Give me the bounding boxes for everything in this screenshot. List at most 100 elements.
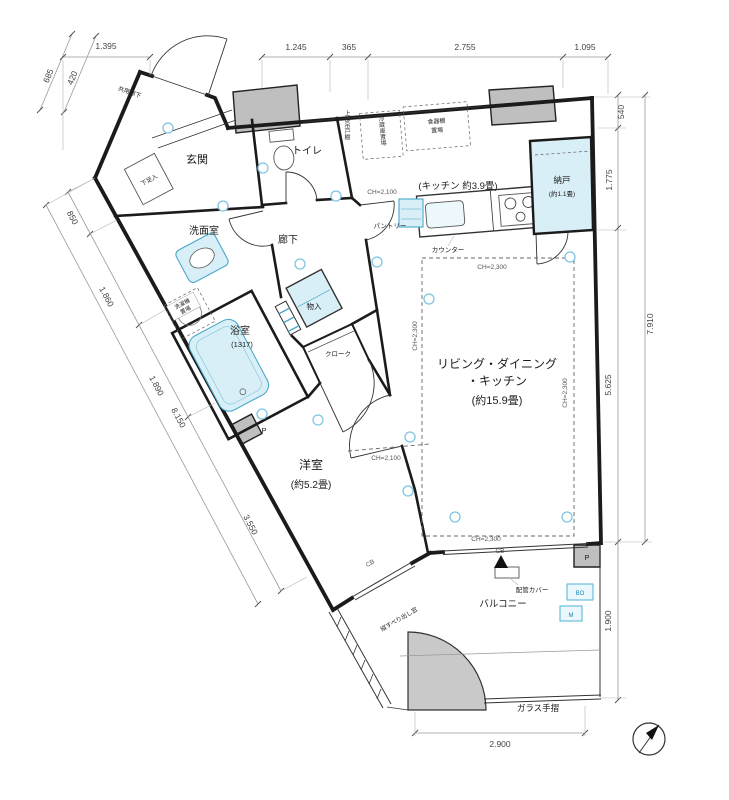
western-door-arc <box>349 394 391 459</box>
label-monoire: 物入 <box>307 301 322 311</box>
label-ldk-2: ・キッチン <box>467 374 527 388</box>
nando-room <box>528 135 595 236</box>
balcony-marker-triangle <box>494 555 508 568</box>
dim-365: 365 <box>342 42 356 52</box>
label-upper-cabinet: 上部吊戸棚 <box>343 109 350 141</box>
label-kitchen: (キッチン 約3.9畳) <box>418 180 497 192</box>
balcony-structure <box>328 545 602 711</box>
dim-7910: 7.910 <box>645 313 655 335</box>
washroom-door-arc <box>228 218 273 247</box>
label-meter: M <box>569 613 574 619</box>
dim-2900: 2.900 <box>489 739 511 749</box>
ceiling-zones <box>347 257 575 537</box>
balcony-curved-wall <box>407 631 487 711</box>
entrance-door-arc <box>150 35 228 77</box>
dim-1775: 1.775 <box>604 169 614 191</box>
label-genkan: 玄関 <box>186 152 208 166</box>
drain-icon <box>239 388 247 396</box>
downlights <box>162 122 576 523</box>
kitchen-sink <box>424 200 466 229</box>
label-pillar-p-left: P <box>261 426 266 435</box>
label-ldk-1: リビング・ダイニング <box>437 356 557 371</box>
dim-2755: 2.755 <box>454 42 476 52</box>
label-cloak: クローク <box>325 350 351 358</box>
ch-ldk-left: CH=2,300 <box>412 321 419 351</box>
dim-1890: 1.890 <box>147 374 166 398</box>
monoire-box <box>285 268 343 328</box>
toilet-door-arc <box>285 171 318 201</box>
washroom-door-leaf <box>228 210 264 220</box>
doors <box>150 35 569 459</box>
ldk-ceiling-zone <box>421 257 575 537</box>
dim-1395: 1.395 <box>95 41 117 51</box>
bath-door <box>274 300 302 336</box>
pipe-cover-box <box>494 566 520 579</box>
burner-icon <box>515 211 526 222</box>
outer-walls <box>92 69 604 613</box>
ch-ldk-right: CH=2,300 <box>562 378 569 408</box>
burner-icon <box>504 197 517 210</box>
kitchen-door-arc <box>365 200 395 241</box>
pillar-top-left <box>232 84 301 134</box>
cloak-hanger-pipe <box>307 330 355 353</box>
washroom-fixtures: 洗濯機 置場 <box>163 232 229 340</box>
pipe-cover-leader <box>509 577 519 586</box>
pantry-box <box>398 198 424 228</box>
cb-1: CB <box>495 548 504 555</box>
dim-540: 540 <box>616 105 626 119</box>
label-western-size: (約5.2畳) <box>291 478 332 491</box>
meter-box <box>559 605 583 622</box>
label-nando: 納戸 <box>553 175 570 185</box>
dim-8150: 8.150 <box>169 406 188 430</box>
cupboard-space <box>402 101 471 152</box>
bathtub <box>188 318 270 412</box>
dim-5625: 5.625 <box>603 374 613 396</box>
dim-1245: 1.245 <box>285 42 307 52</box>
label-pantry: パントリー <box>374 222 407 230</box>
label-counter: カウンター <box>432 245 465 254</box>
dim-1860: 1.860 <box>97 285 116 309</box>
hatch-wall-edge2 <box>336 607 392 705</box>
cloak-door-arc <box>342 359 375 433</box>
pillars <box>231 84 601 568</box>
western-door-leaf <box>350 445 403 459</box>
ch-ldk-top: CH=2,300 <box>477 264 507 271</box>
label-bo: BO <box>576 591 585 597</box>
entrance-door-leaf <box>207 38 228 97</box>
label-bath-size: (1317) <box>231 340 253 349</box>
label-hall: 廊下 <box>278 233 298 246</box>
nando-door-leaf <box>535 232 538 265</box>
unit-floor <box>95 72 601 610</box>
toilet-bowl <box>273 145 295 171</box>
ch-ldk-bottom: CH=2,300 <box>471 536 501 543</box>
shoe-cabinet: 下足入 <box>123 152 174 206</box>
bo-box <box>566 583 594 601</box>
bathroom <box>170 289 310 441</box>
label-washroom: 洗面室 <box>189 224 219 237</box>
hatch-strokes <box>336 616 382 700</box>
balcony-edge-join <box>386 706 409 711</box>
room-labels: 玄関 トイレ 洗面室 廊下 浴室 (1317) 物入 クローク (キッチン 約3… <box>117 84 575 610</box>
dim-3550: 3.550 <box>241 513 260 537</box>
cupboard-label-2: 置場 <box>431 126 444 135</box>
kitchen-door-leaf <box>359 200 395 206</box>
nando-door-arc <box>536 230 569 265</box>
label-casement-window: 縦すべり出し窓 <box>379 605 419 633</box>
label-western: 洋室 <box>299 457 323 472</box>
label-pillar-p-right: P <box>584 553 589 562</box>
cloak-door-leaf <box>319 382 344 433</box>
label-bath: 浴室 <box>230 324 250 337</box>
label-toilet: トイレ <box>292 146 322 157</box>
ch-kitchen: CH=2,100 <box>367 189 397 196</box>
fridge-space <box>359 109 404 160</box>
wash-basin <box>189 247 215 269</box>
ch-western: CH=2,100 <box>371 455 401 462</box>
label-nando-size: (約1.1畳) <box>549 189 575 198</box>
label-pipe-cover: 配管カバー <box>516 585 549 594</box>
label-ldk-size: (約15.9畳) <box>472 393 523 407</box>
balcony-gutter <box>399 649 601 657</box>
cb-2: CB <box>365 558 376 569</box>
fridge-label: 冷蔵庫置場 <box>377 115 387 147</box>
